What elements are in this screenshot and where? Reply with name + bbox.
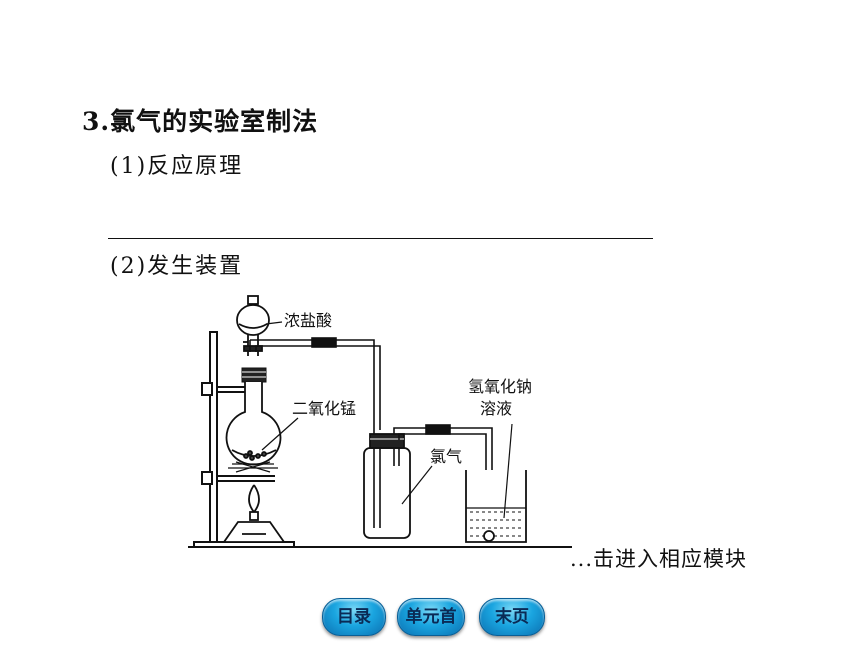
round-bottom-flask	[225, 382, 282, 466]
label-leaders	[261, 321, 513, 519]
section-heading: 3.氯气的实验室制法	[82, 107, 319, 136]
last-page-button[interactable]: 末页	[479, 598, 545, 636]
contents-button[interactable]: 目录	[322, 598, 386, 636]
label-naoh-line2: 溶液	[480, 399, 512, 418]
chlorine-preparation-apparatus: 浓盐酸 二氧化锰 氢氧化钠 溶液 氯气	[188, 295, 572, 548]
module-hint: ...击进入相应模块	[570, 547, 748, 571]
delivery-tube-1	[249, 337, 381, 436]
apparatus-label: (2)发生装置	[110, 254, 244, 279]
answer-blank-line	[108, 238, 653, 239]
label-manganese-dioxide: 二氧化锰	[292, 399, 356, 418]
reaction-principle-label: (1)反应原理	[110, 154, 244, 179]
separatory-funnel	[236, 295, 270, 356]
wire-gauze	[228, 461, 278, 473]
navigation-bar: 目录 单元首 末页	[0, 598, 860, 638]
beaker	[465, 470, 527, 543]
label-concentrated-hcl: 浓盐酸	[284, 311, 332, 330]
flask-stopper	[241, 367, 267, 383]
gas-collecting-bottle	[363, 433, 411, 539]
alcohol-lamp	[222, 484, 286, 543]
label-naoh-line1: 氢氧化钠	[468, 377, 532, 396]
label-chlorine: 氯气	[430, 447, 462, 466]
unit-start-button[interactable]: 单元首	[397, 598, 465, 636]
